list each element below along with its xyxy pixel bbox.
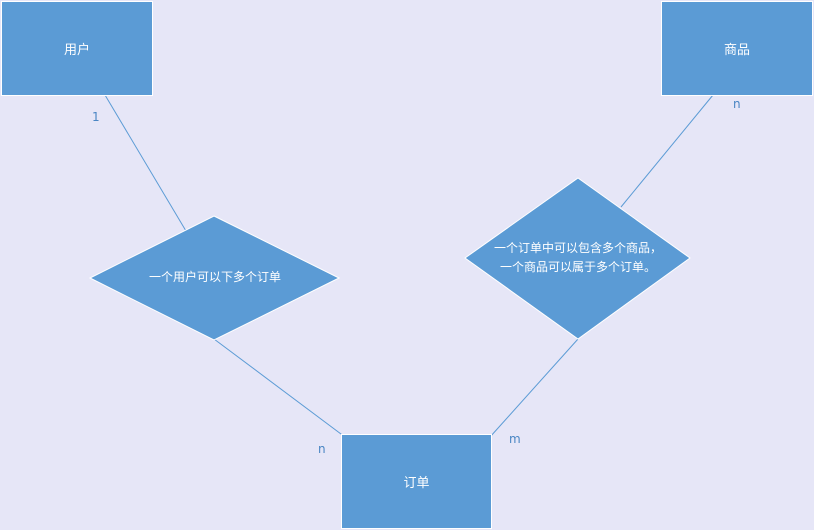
- relationship-order-product-line1: 一个订单中可以包含多个商品，: [493, 241, 662, 255]
- cardinality-order-product-side: m: [509, 432, 521, 446]
- cardinality-order-user-side: n: [318, 442, 326, 456]
- entity-user-label: 用户: [63, 43, 90, 58]
- entity-order[interactable]: 订单: [341, 434, 492, 529]
- relationship-order-product-diamond[interactable]: [464, 177, 691, 340]
- relationship-order-product-line2: 一个商品可以属于多个订单。: [499, 260, 656, 274]
- connector-relationship-to-order-left: [213, 338, 346, 438]
- connector-relationship-to-order-right: [489, 338, 579, 438]
- entity-order-label: 订单: [403, 476, 430, 491]
- relationship-user-order-label: 一个用户可以下多个订单: [115, 268, 315, 287]
- entity-product-label: 商品: [723, 43, 750, 58]
- relationship-user-order-diamond[interactable]: [88, 215, 341, 341]
- connector-user-to-relationship: [104, 94, 187, 232]
- entity-product[interactable]: 商品: [661, 1, 813, 96]
- cardinality-product: n: [733, 97, 741, 111]
- connector-product-to-relationship: [620, 94, 714, 208]
- entity-user[interactable]: 用户: [1, 1, 153, 96]
- cardinality-user: 1: [92, 110, 100, 124]
- relationship-user-order-text: 一个用户可以下多个订单: [148, 270, 281, 284]
- relationship-order-product-label: 一个订单中可以包含多个商品， 一个商品可以属于多个订单。: [470, 239, 686, 277]
